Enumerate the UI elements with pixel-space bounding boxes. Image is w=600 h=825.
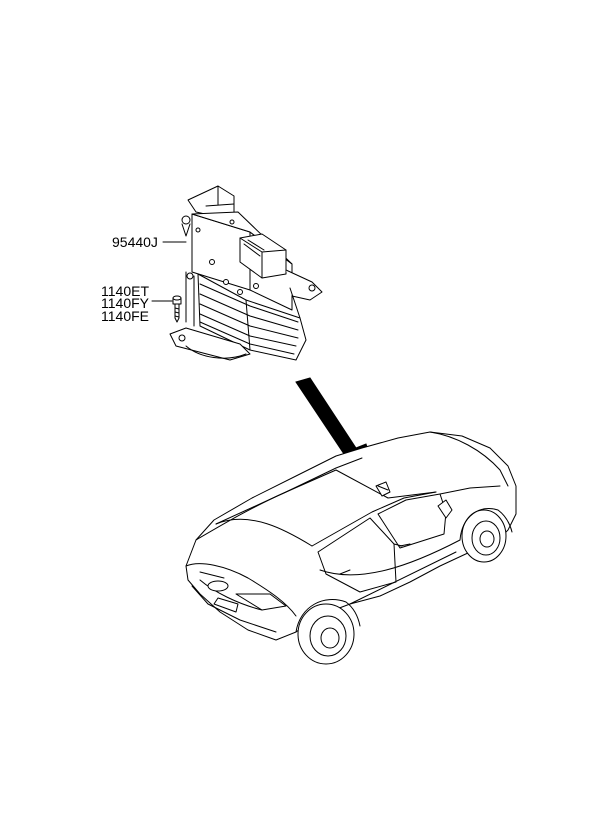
control-module — [169, 185, 323, 361]
part-number-module: 95440J — [112, 234, 158, 250]
leader-lines — [151, 241, 187, 302]
bolt — [172, 295, 182, 323]
part-number-bolt-2: 1140FY — [101, 295, 149, 311]
part-number-bolt-1: 1140ET — [101, 283, 149, 299]
part-number-bolt-3: 1140FE — [101, 308, 149, 324]
car-illustration — [185, 431, 517, 665]
